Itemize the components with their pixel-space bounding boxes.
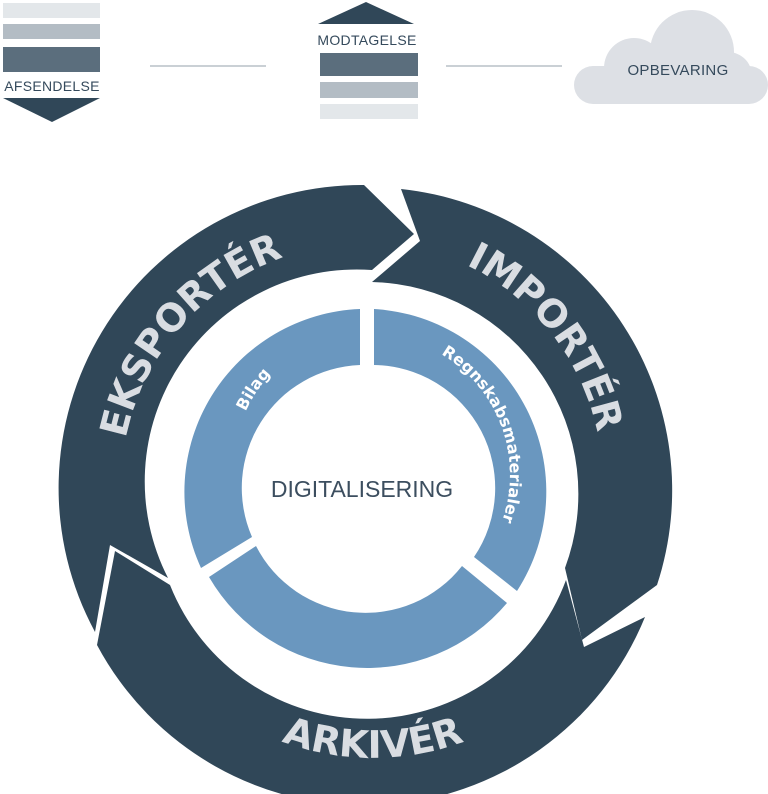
import-arrow-segment [372,189,673,640]
inner-ring [184,309,547,668]
modtagelse-stack: MODTAGELSE [317,2,418,119]
opbevaring-label: OPBEVARING [627,62,728,79]
modtagelse-label: MODTAGELSE [317,32,416,48]
bilag-segment [184,309,360,568]
archive-arrow-segment [97,551,645,794]
afsendelse-bar-mid [3,24,100,39]
afsendelse-bar-dark [3,47,100,72]
afsendelse-bar-light [3,3,100,18]
cloud-icon [574,10,768,104]
regnskab-segment [374,309,547,591]
modtagelse-bar-dark [320,53,418,76]
afsendelse-stack: AFSENDELSE [3,3,100,122]
down-arrow-icon [3,98,100,122]
center-label: DIGITALISERING [271,476,453,502]
modtagelse-bar-mid [320,82,418,98]
outer-cycle [58,184,673,794]
up-arrow-icon [318,2,414,24]
export-arrow-segment [58,184,415,632]
modtagelse-bar-light [320,104,418,119]
transaktioner-segment [209,546,507,668]
afsendelse-label: AFSENDELSE [4,78,100,94]
